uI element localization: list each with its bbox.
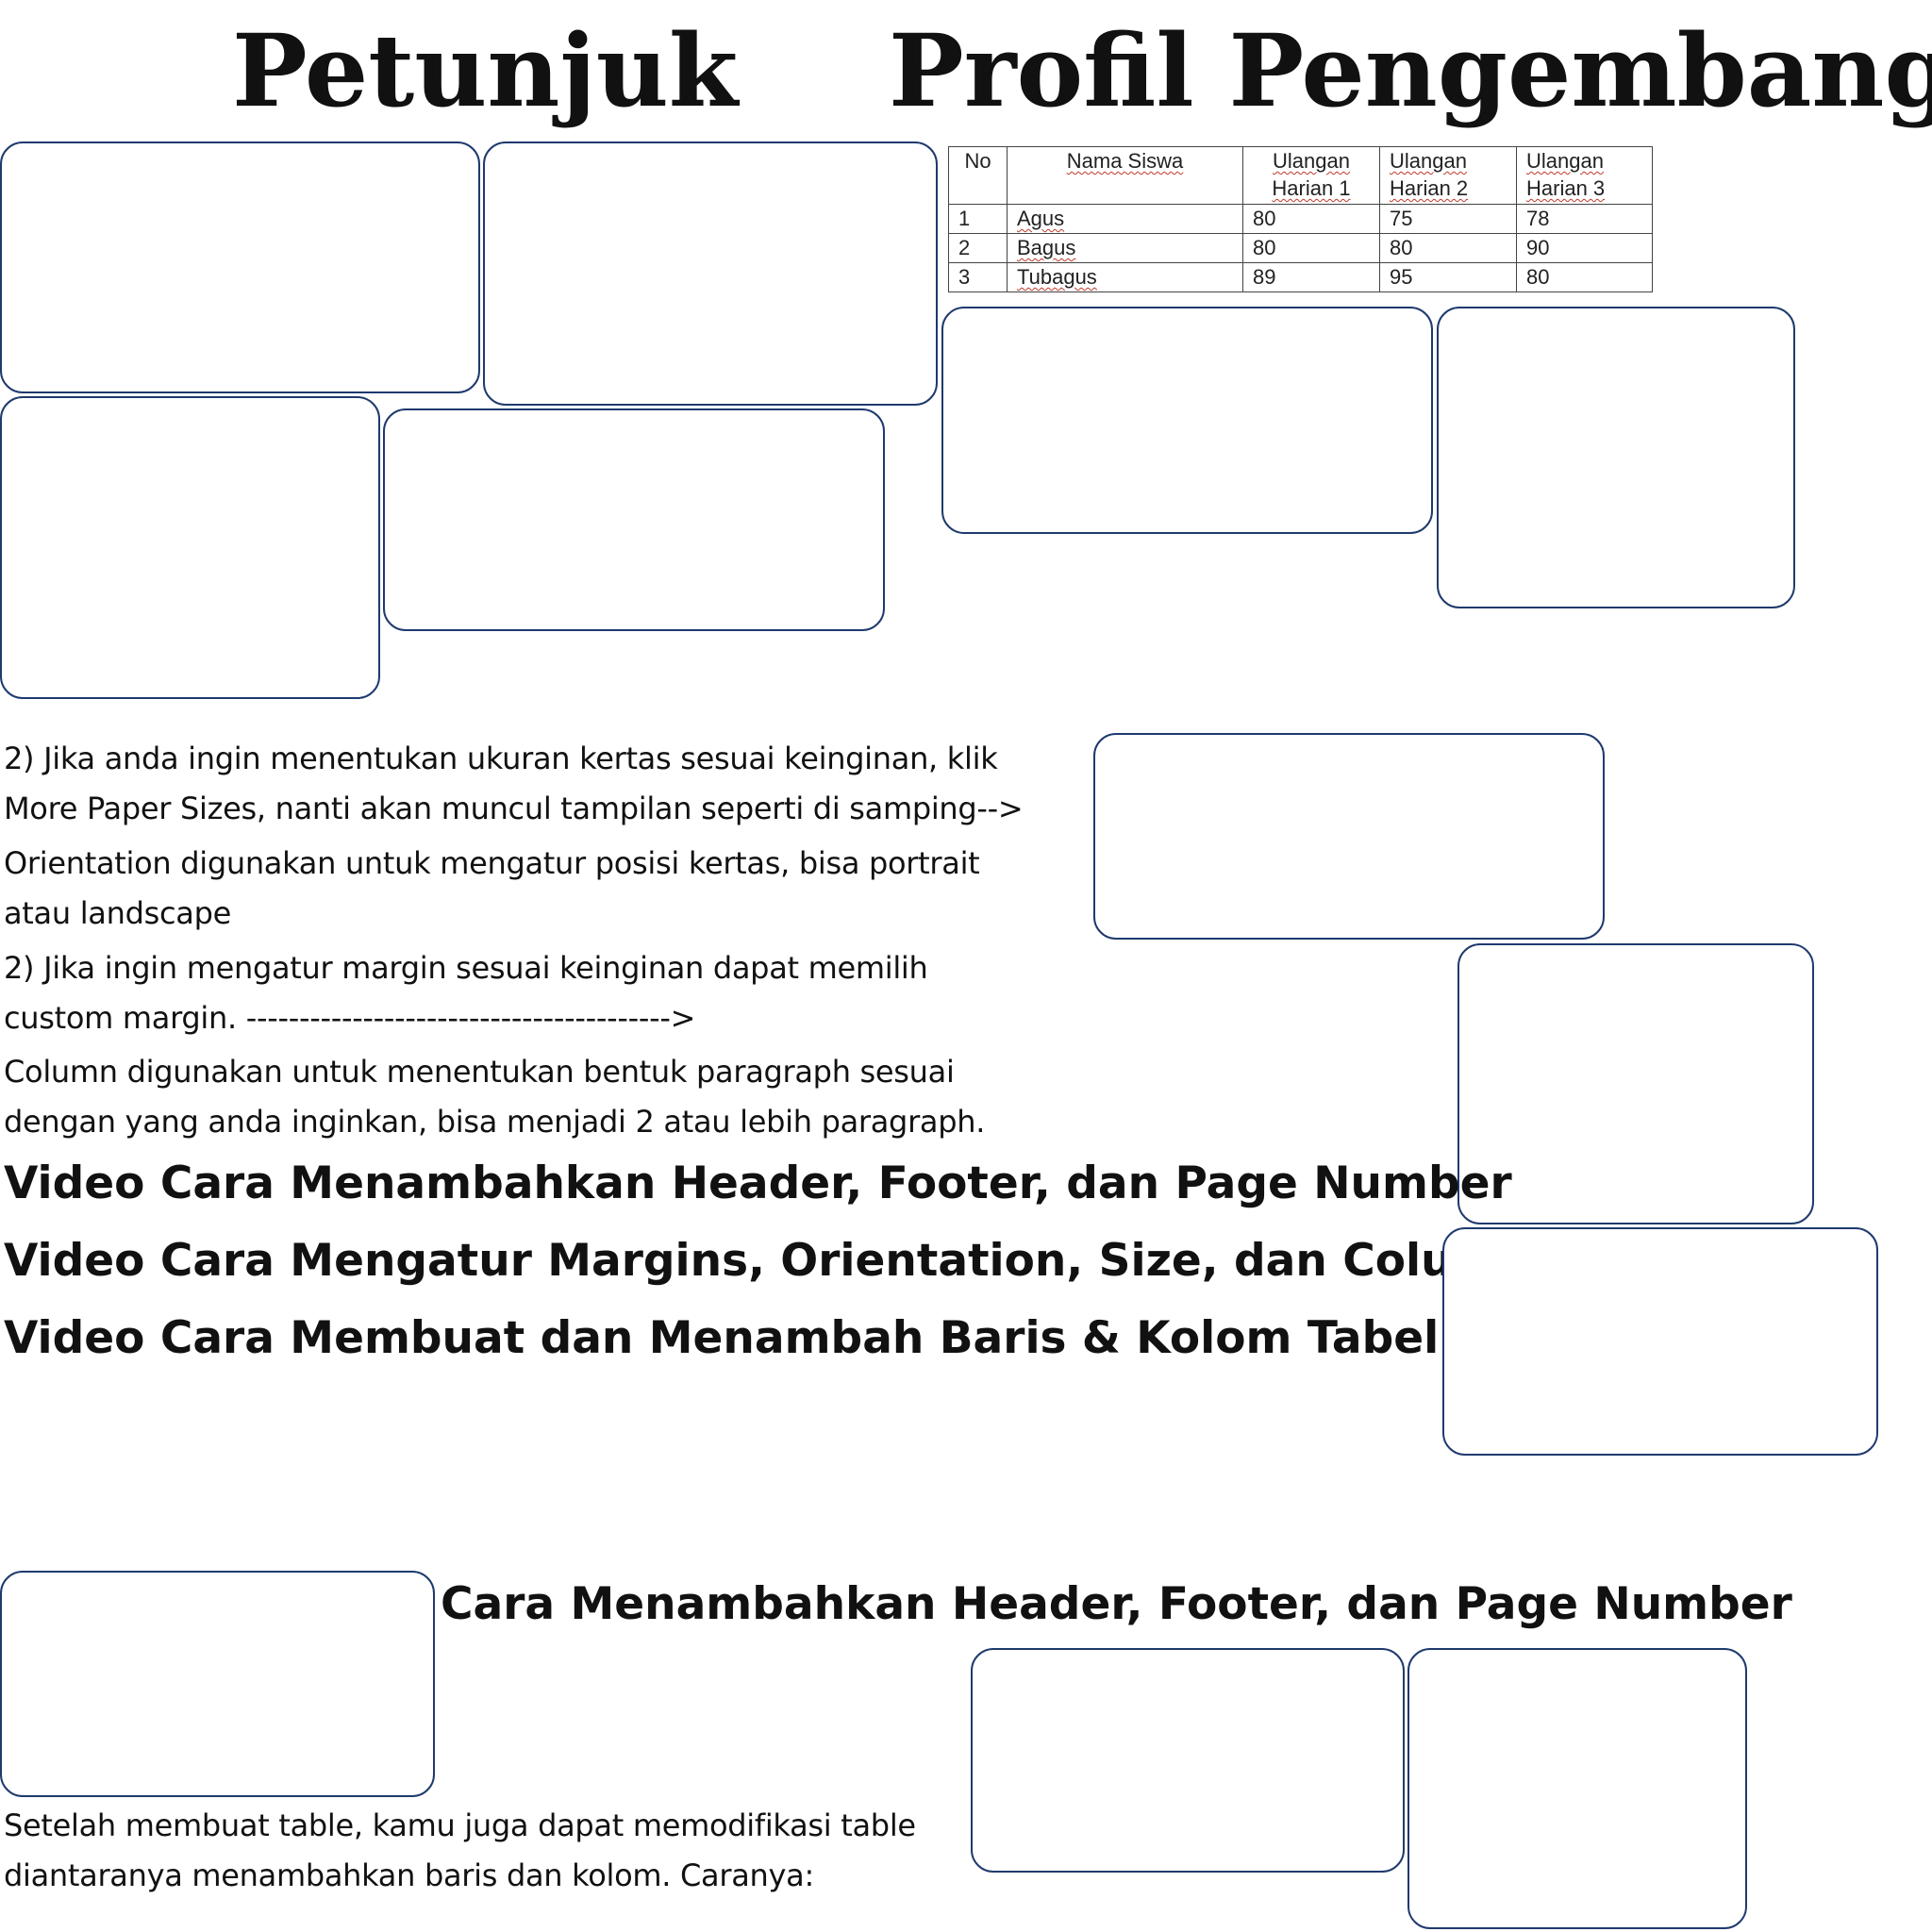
cell-uh3: 80 [1516, 262, 1653, 292]
image-frame-3 [0, 396, 380, 699]
video-heading-table: Video Cara Membuat dan Menambah Baris & … [4, 1312, 1440, 1364]
profil-pengembang-heading: Profil Pengembang [889, 11, 1932, 129]
image-frame-9 [0, 1571, 435, 1797]
image-frame-1 [0, 142, 480, 393]
table-row: 1 Agus 80 75 78 [948, 204, 1653, 234]
cell-nama: Bagus [1007, 233, 1243, 263]
cell-uh2: 75 [1379, 204, 1517, 234]
header-nama-siswa: Nama Siswa [1007, 146, 1243, 205]
cell-uh3: 78 [1516, 204, 1653, 234]
cell-nama: Tubagus [1007, 262, 1243, 292]
column-paragraph: Column digunakan untuk menentukan bentuk… [4, 1054, 986, 1140]
cell-uh2: 95 [1379, 262, 1517, 292]
petunjuk-heading: Petunjuk [232, 11, 739, 129]
image-frame-5 [941, 307, 1433, 534]
video-heading-header-footer: Video Cara Menambahkan Header, Footer, d… [4, 1158, 1512, 1209]
orientation-paragraph: Orientation digunakan untuk mengatur pos… [4, 845, 980, 931]
cell-uh1: 80 [1242, 233, 1380, 263]
cell-uh3: 90 [1516, 233, 1653, 263]
video-heading-margins: Video Cara Mengatur Margins, Orientation… [4, 1235, 1530, 1287]
image-frame-11 [1407, 1648, 1747, 1929]
section-heading-header-footer: Cara Menambahkan Header, Footer, dan Pag… [441, 1578, 1792, 1630]
cell-no: 3 [948, 262, 1008, 292]
cell-uh1: 80 [1242, 204, 1380, 234]
cell-uh2: 80 [1379, 233, 1517, 263]
image-frame-4 [383, 408, 885, 631]
table-modify-paragraph: Setelah membuat table, kamu juga dapat m… [4, 1807, 916, 1893]
video-frame [1442, 1227, 1878, 1456]
margin-paragraph: 2) Jika ingin mengatur margin sesuai kei… [4, 950, 928, 1036]
header-no: No [948, 146, 1008, 205]
cell-no: 1 [948, 204, 1008, 234]
table-row: 2 Bagus 80 80 90 [948, 233, 1653, 263]
paper-size-paragraph: 2) Jika anda ingin menentukan ukuran ker… [4, 741, 1024, 826]
cell-uh1: 89 [1242, 262, 1380, 292]
image-frame-8 [1457, 943, 1814, 1224]
image-frame-2 [483, 142, 938, 406]
image-frame-10 [971, 1648, 1405, 1873]
image-frame-7 [1093, 733, 1605, 940]
cell-no: 2 [948, 233, 1008, 263]
image-frame-6 [1437, 307, 1795, 608]
table-row: 3 Tubagus 89 95 80 [948, 262, 1653, 292]
cell-nama: Agus [1007, 204, 1243, 234]
